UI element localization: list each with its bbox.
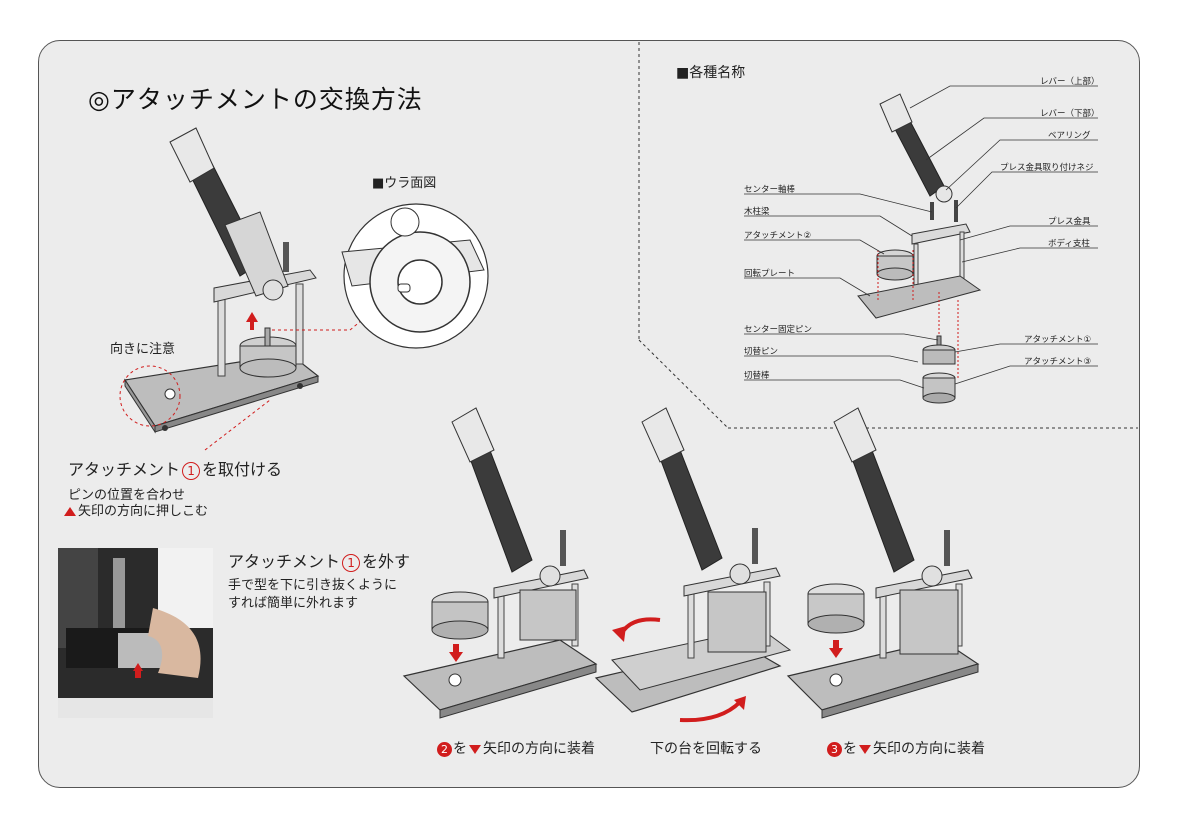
label-lever-upper: レバー（上部）	[1040, 77, 1100, 87]
step-b-press	[594, 407, 792, 723]
red-down-arrow-icon	[859, 744, 871, 754]
remove-number-badge: 1	[342, 553, 361, 572]
step1-line1: ピンの位置を合わせ	[68, 488, 186, 503]
label-bearing: ベアリング	[1048, 131, 1091, 141]
step-a-press	[402, 407, 598, 719]
caption-step3-text: 矢印の方向に装着	[873, 741, 985, 757]
label-press-bracket: プレス金具	[1048, 217, 1091, 227]
page-title: ◎アタッチメントの交換方法	[88, 85, 423, 114]
label-rotating-plate: 回転プレート	[744, 269, 796, 279]
label-attachment-3: アタッチメント③	[1024, 357, 1092, 367]
label-body-pillar: ボディ支柱	[1048, 239, 1090, 249]
step1-suffix: を取付ける	[202, 460, 283, 479]
label-attachment-1: アタッチメント①	[1024, 335, 1092, 345]
remove-suffix: を外す	[362, 552, 411, 571]
step1-number-badge: 1	[182, 461, 201, 480]
step1-prefix: アタッチメント	[68, 460, 181, 479]
caption-step2-particle: を	[453, 741, 467, 757]
caption-step3-badge: 3	[827, 741, 842, 757]
label-switch-rod: 切替棒	[744, 371, 770, 381]
label-switch-pin: 切替ピン	[744, 347, 779, 357]
label-attachment-2: アタッチメント②	[744, 231, 812, 241]
orientation-note: 向きに注意	[110, 342, 176, 357]
back-view-label: ■ウラ面図	[372, 176, 437, 191]
red-up-arrow-icon	[64, 507, 76, 516]
caption-step2-text: 矢印の方向に装着	[483, 741, 595, 757]
label-center-fix-pin: センター固定ピン	[744, 325, 813, 335]
remove-line1: 手で型を下に引き抜くように	[228, 578, 398, 593]
hand-removal-photo	[58, 548, 213, 718]
caption-step2-badge: 2	[437, 741, 452, 757]
parts-header: ■各種名称	[676, 65, 746, 81]
caption-rotate: 下の台を回転する	[650, 741, 762, 757]
label-press-screw: プレス金具取り付けネジ	[1000, 163, 1094, 173]
red-down-arrow-icon	[469, 744, 481, 754]
step1-line2: 矢印の方向に押しこむ	[78, 504, 209, 519]
caption-step3-particle: を	[843, 741, 857, 757]
remove-line2: すれば簡単に外れます	[228, 596, 359, 611]
label-lever-lower: レバー（下部）	[1040, 109, 1100, 119]
step1-line2-row: 矢印の方向に押しこむ	[62, 500, 208, 519]
label-beam: 木柱梁	[744, 207, 770, 217]
step-c-press	[786, 407, 980, 719]
remove-prefix: アタッチメント	[228, 552, 341, 571]
label-center-shaft: センター軸棒	[744, 185, 796, 195]
